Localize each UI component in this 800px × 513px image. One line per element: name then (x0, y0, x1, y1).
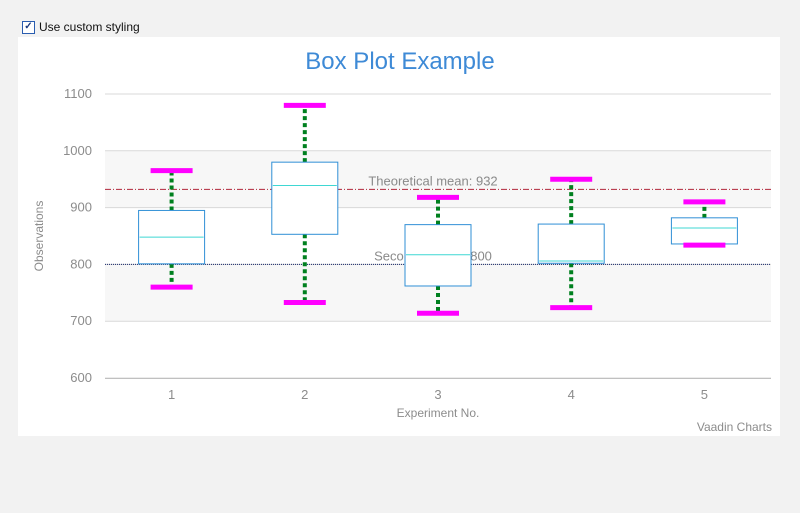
x-tick-label: 3 (434, 387, 441, 402)
box-plot-chart: Box Plot Example 600 700 800 900 1000 1100 1 2… (32, 48, 772, 434)
x-axis-label: Experiment No. (397, 406, 480, 420)
x-tick-label: 2 (301, 387, 308, 402)
box-plot-series (138, 102, 738, 316)
chart-credits[interactable]: Vaadin Charts (697, 420, 772, 434)
custom-styling-checkbox[interactable]: ✓ (22, 20, 35, 34)
box-plot-point (670, 199, 738, 248)
x-tick-label: 1 (168, 387, 175, 402)
box (670, 217, 738, 245)
box-plot-point (537, 176, 605, 311)
y-tick-label: 1000 (63, 143, 92, 158)
y-tick-label: 1100 (64, 86, 92, 101)
box (404, 224, 472, 287)
y-tick-label: 600 (70, 370, 92, 385)
chart-title: Box Plot Example (305, 48, 494, 75)
y-axis-tick-labels: 600 700 800 900 1000 1100 (63, 86, 92, 385)
custom-styling-option[interactable]: ✓ Use custom styling (22, 20, 140, 34)
chart-container: Box Plot Example 600 700 800 900 1000 1100 1 2… (18, 37, 780, 436)
box-plot-point (404, 194, 472, 316)
box (271, 161, 339, 235)
x-axis-tick-labels: 1 2 3 4 5 (168, 387, 708, 402)
plot-line-label: Theoretical mean: 932 (368, 173, 497, 188)
y-tick-label: 700 (70, 313, 92, 328)
y-tick-label: 800 (70, 256, 92, 271)
y-axis-label: Observations (32, 201, 46, 272)
y-tick-label: 900 (70, 200, 92, 215)
x-tick-label: 5 (701, 387, 708, 402)
custom-styling-label: Use custom styling (39, 20, 140, 34)
box-plot-point (138, 168, 206, 290)
x-tick-label: 4 (568, 387, 575, 402)
box-plot-point (271, 102, 339, 305)
box (537, 223, 605, 264)
